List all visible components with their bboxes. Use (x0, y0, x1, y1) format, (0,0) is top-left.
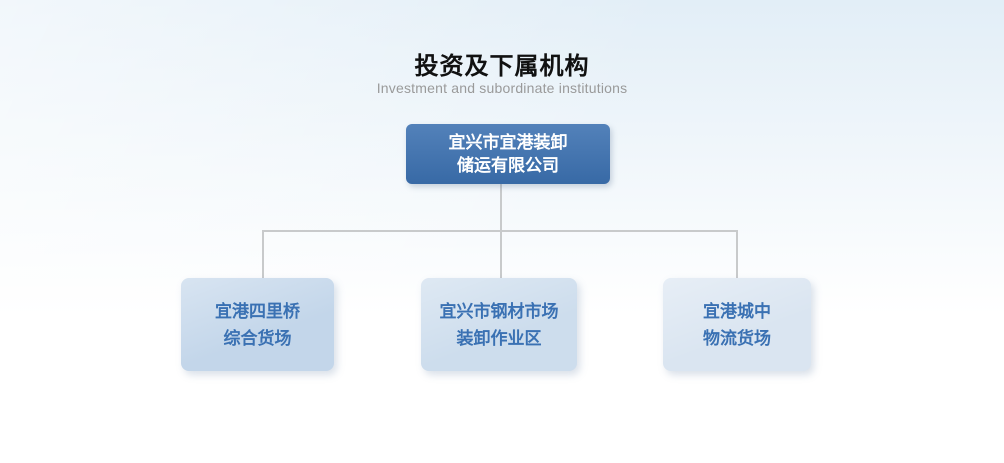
page-title: 投资及下属机构 (414, 53, 590, 80)
org-node-child-1-label-line1: 宜港四里桥 (215, 301, 300, 321)
org-node-child-2-label-line2: 装卸作业区 (456, 328, 542, 348)
connector-root-vertical (500, 184, 502, 231)
connector-left-vertical (262, 230, 264, 278)
org-node-child-2: 宜兴市钢材市场 装卸作业区 (421, 278, 577, 371)
org-node-child-2-label-line1: 宜兴市钢材市场 (439, 301, 559, 321)
org-node-child-1-label-line2: 综合货场 (223, 328, 292, 348)
page-subtitle: Investment and subordinate institutions (376, 80, 628, 96)
org-node-child-1: 宜港四里桥 综合货场 (181, 278, 334, 371)
org-node-child-3: 宜港城中 物流货场 (663, 278, 811, 371)
org-node-root: 宜兴市宜港装卸 储运有限公司 (406, 124, 610, 184)
org-node-child-3-label-line1: 宜港城中 (703, 301, 771, 321)
connector-right-vertical (736, 230, 738, 278)
org-node-child-3-label-line2: 物流货场 (703, 328, 771, 348)
connector-middle-vertical (500, 230, 502, 278)
org-node-root-label-line2: 储运有限公司 (457, 156, 559, 175)
org-node-root-label-line1: 宜兴市宜港装卸 (448, 133, 568, 152)
